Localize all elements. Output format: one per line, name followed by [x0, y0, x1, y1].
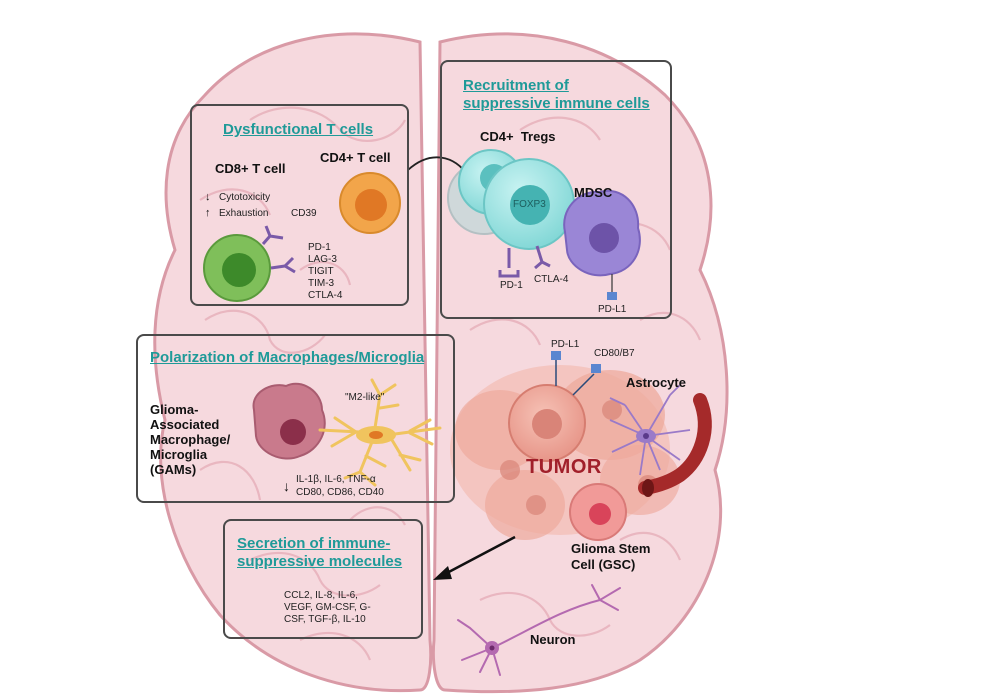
cytokine-down-arrow-icon: ↓ [283, 478, 290, 494]
panel-polarization [136, 334, 455, 503]
cytokines-line2: CD80, CD86, CD40 [296, 487, 384, 498]
gam-label-line3: Macrophage/ [150, 432, 231, 447]
mdsc-cell [563, 189, 641, 300]
astrocyte-label: Astrocyte [626, 375, 686, 390]
secretion-title-line1: Secretion of immune- [237, 535, 391, 552]
checkpoint-pd1: PD-1 [308, 242, 331, 253]
mdsc-label: MDSC [574, 185, 613, 200]
panel-recruitment [440, 60, 672, 319]
molecules-line2: VEGF, GM-CSF, G- [284, 602, 371, 613]
molecules-line1: CCL2, IL-8, IL-6, [284, 590, 358, 601]
macrophage-cell [252, 382, 326, 460]
up-arrow-icon: ↑ [205, 207, 211, 219]
gsc-label-line1: Glioma Stem [571, 541, 651, 556]
secretion-arrow [444, 535, 516, 576]
ctla4-receptor-icon [534, 245, 551, 270]
tregs-label: CD4+ Tregs [480, 129, 556, 144]
molecules-line3: CSF, TGF-β, IL-10 [284, 614, 366, 625]
pd1-receptor-icon [498, 248, 520, 278]
cd4-label: CD4+ T cell [320, 150, 391, 165]
tumor-label: TUMOR [526, 456, 602, 478]
checkpoint-tigit: TIGIT [308, 266, 334, 277]
cd8-label: CD8+ T cell [215, 161, 286, 176]
treg-ctla4-label: CTLA-4 [534, 274, 569, 285]
mdsc-pdl1-label: PD-L1 [598, 304, 627, 315]
secretion-title-line2: suppressive molecules [237, 553, 403, 570]
blood-vessel [638, 393, 712, 497]
gam-label-line2: Associated [150, 417, 220, 432]
astrocyte-cell [609, 384, 691, 476]
down-arrow-icon: ↓ [205, 191, 211, 203]
cytokines-line1: IL-1β, IL-6, TNF-α [296, 474, 376, 485]
treg-cells [447, 149, 575, 250]
neuron-cell [457, 584, 621, 676]
cd80-ligand-icon [572, 364, 601, 396]
pdl1-ligand-icon [551, 351, 561, 386]
cd39-label: CD39 [291, 208, 317, 219]
gam-label-line1: Glioma- [150, 402, 199, 417]
cd39-receptor-icon [261, 225, 284, 245]
polarization-title: Polarization of Macrophages/Microglia [150, 349, 425, 366]
cd80-b7-label: CD80/B7 [594, 348, 635, 359]
cd8-t-cell [203, 234, 271, 302]
cd4-t-cell [339, 172, 401, 234]
panel-secretion [223, 519, 423, 639]
checkpoint-lag3: LAG-3 [308, 254, 337, 265]
m2-like-label: "M2-like" [345, 392, 385, 403]
gsc-label-line2: Cell (GSC) [571, 557, 636, 572]
neuron-label: Neuron [530, 632, 576, 647]
cytotoxicity-label: Cytotoxicity [219, 192, 271, 203]
exhaustion-label: Exhaustion [219, 208, 269, 219]
treg-pd1-label: PD-1 [500, 280, 523, 291]
dysfunctional-t-cells-title: Dysfunctional T cells [223, 121, 374, 138]
checkpoint-receptor-icon [270, 256, 296, 274]
tumor-pdl1-label: PD-L1 [551, 339, 580, 350]
recruitment-title-line1: Recruitment of [463, 77, 569, 94]
checkpoint-ctla4: CTLA-4 [308, 290, 343, 301]
microglia-cell [318, 378, 442, 487]
gam-label-line5: (GAMs) [150, 462, 197, 477]
checkpoint-tim3: TIM-3 [308, 278, 335, 289]
panel-dysfunctional-t-cells [190, 104, 409, 306]
foxp3-label: FOXP3 [513, 199, 546, 210]
gam-label-line4: Microglia [150, 447, 208, 462]
recruitment-title-line2: suppressive immune cells [463, 95, 650, 112]
glioma-stem-cell [569, 483, 627, 541]
